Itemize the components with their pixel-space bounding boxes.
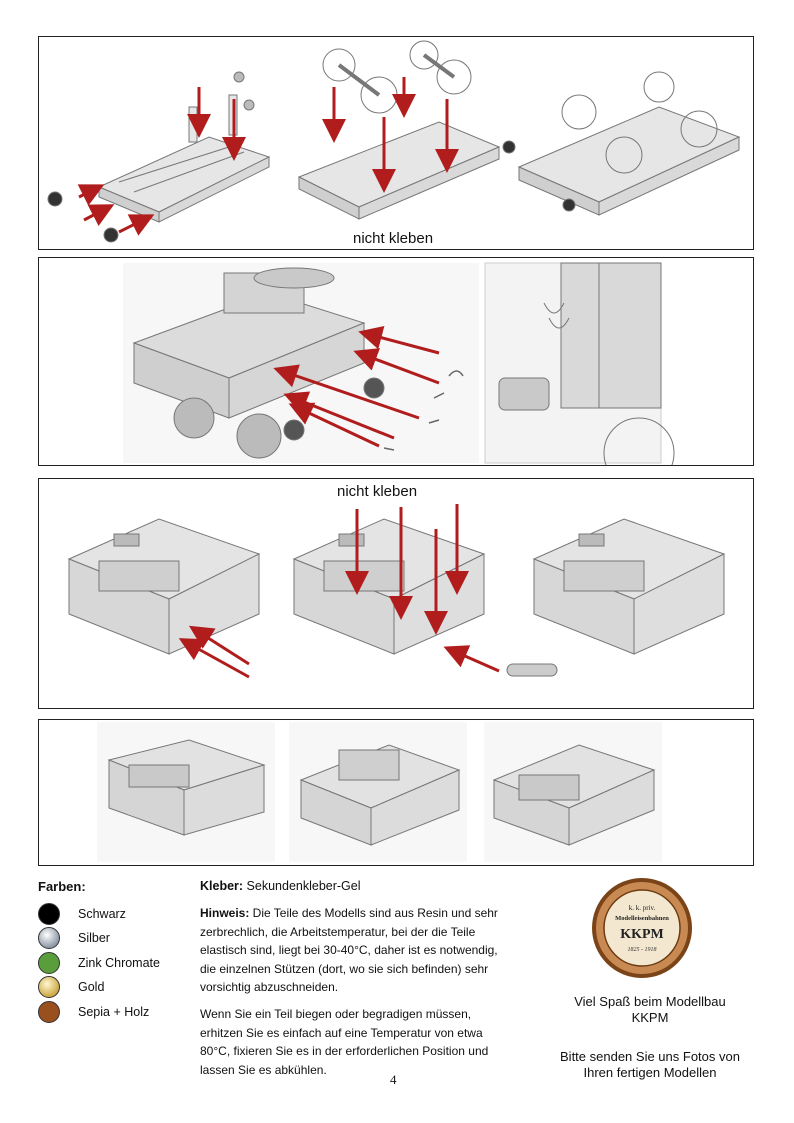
colors-heading: Farben: (38, 879, 86, 894)
swatch-label: Sepia + Holz (78, 1005, 150, 1019)
tender-view-1-drawing (67, 518, 261, 655)
swatch-circle (38, 903, 60, 925)
finished-tender-side-drawing (299, 744, 461, 846)
swatch-circle (38, 1001, 60, 1023)
swatch-label: Silber (78, 931, 110, 945)
swatch-label: Schwarz (78, 907, 126, 921)
tender-body-railings-illustration (123, 262, 675, 465)
chassis-with-wheels-drawing (297, 40, 501, 220)
assembly-step-2-panel (38, 257, 754, 466)
hint-note: Hinweis: Die Teile des Modells sind aus … (200, 904, 512, 997)
seal-line-2: Modelleisenbahnen (615, 915, 669, 922)
color-swatch-gold: Gold (38, 975, 104, 999)
closing-line-4: Ihren fertigen Modellen (583, 1065, 717, 1080)
color-swatch-sepia-wood: Sepia + Holz (38, 1000, 149, 1024)
glue-text: Sekundenkleber-Gel (243, 879, 361, 893)
closing-line-2: KKPM (631, 1010, 669, 1025)
tender-view-3-drawing (532, 518, 726, 655)
finished-tender-views-illustration (97, 722, 662, 862)
assembly-step-4-panel (38, 719, 754, 866)
kkpm-logo-seal: k. k. priv. Modelleisenbahnen KKPM 1825 … (592, 878, 692, 978)
no-glue-caption: nicht kleben (337, 483, 418, 500)
tender-top-parts-illustration (67, 504, 726, 679)
seal-line-1: k. k. priv. (629, 904, 656, 912)
finished-tender-front-drawing (107, 739, 266, 836)
color-swatch-zinc-chromate: Zink Chromate (38, 951, 160, 975)
swatch-circle (38, 952, 60, 974)
no-glue-caption: nicht kleben (353, 230, 434, 247)
seal-line-3: KKPM (620, 927, 664, 942)
glue-note: Kleber: Sekundenkleber-Gel (200, 879, 361, 893)
closing-line-1: Viel Spaß beim Modellbau (574, 994, 726, 1009)
closing-line-3: Bitte senden Sie uns Fotos von (560, 1049, 740, 1064)
assembly-step-1-panel: nicht kleben (38, 36, 754, 250)
swatch-label: Gold (78, 980, 105, 994)
swatch-circle (38, 976, 60, 998)
finished-tender-rear-drawing (492, 744, 656, 846)
chassis-frame-drawing (47, 71, 271, 243)
page-number: 4 (390, 1072, 397, 1087)
heating-note: Wenn Sie ein Teil biegen oder begradigen… (200, 1007, 489, 1077)
color-swatch-silver: Silber (38, 926, 110, 950)
chassis-wheel-assembly-illustration (47, 40, 741, 243)
hint-text: Die Teile des Modells sind aus Resin und… (200, 906, 498, 994)
hint-label: Hinweis: (200, 906, 250, 920)
swatch-circle (38, 927, 60, 949)
swatch-label: Zink Chromate (78, 956, 160, 970)
color-swatch-black: Schwarz (38, 902, 126, 926)
seal-line-4: 1825 - 1918 (628, 947, 657, 953)
assembled-chassis-drawing (502, 71, 741, 216)
tender-rear-detail-drawing (498, 262, 675, 465)
tender-view-2-drawing (292, 518, 558, 677)
assembly-step-3-panel: nicht kleben (38, 478, 754, 709)
glue-label: Kleber: (200, 879, 244, 893)
